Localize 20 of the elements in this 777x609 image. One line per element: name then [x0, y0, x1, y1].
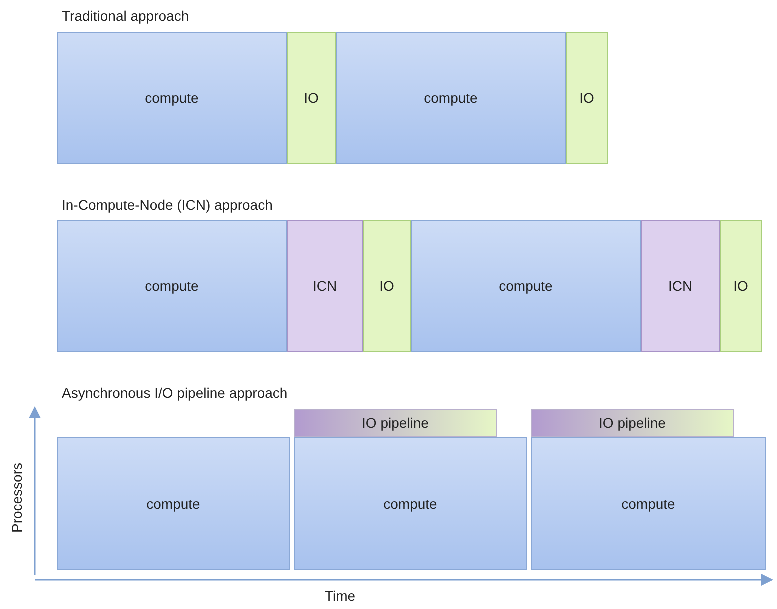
section-heading: In-Compute-Node (ICN) approach — [62, 197, 273, 213]
io-pipeline-bar: IO pipeline — [294, 409, 497, 437]
compute-block: compute — [336, 32, 566, 164]
axis-label: Time — [325, 588, 356, 604]
compute-block: compute — [411, 220, 641, 352]
io-block: IO — [287, 32, 336, 164]
io-block: IO — [566, 32, 608, 164]
compute-block: compute — [57, 32, 287, 164]
section-heading: Traditional approach — [62, 8, 190, 24]
compute-block: compute — [531, 437, 766, 570]
compute-block: compute — [57, 437, 290, 570]
axis-label: Processors — [9, 462, 25, 536]
compute-block: compute — [294, 437, 527, 570]
io-block: IO — [720, 220, 762, 352]
section-heading: Asynchronous I/O pipeline approach — [62, 385, 288, 401]
icn-block: ICN — [287, 220, 363, 352]
io-pipeline-bar: IO pipeline — [531, 409, 734, 437]
compute-block: compute — [57, 220, 287, 352]
io-block: IO — [363, 220, 411, 352]
icn-block: ICN — [641, 220, 720, 352]
